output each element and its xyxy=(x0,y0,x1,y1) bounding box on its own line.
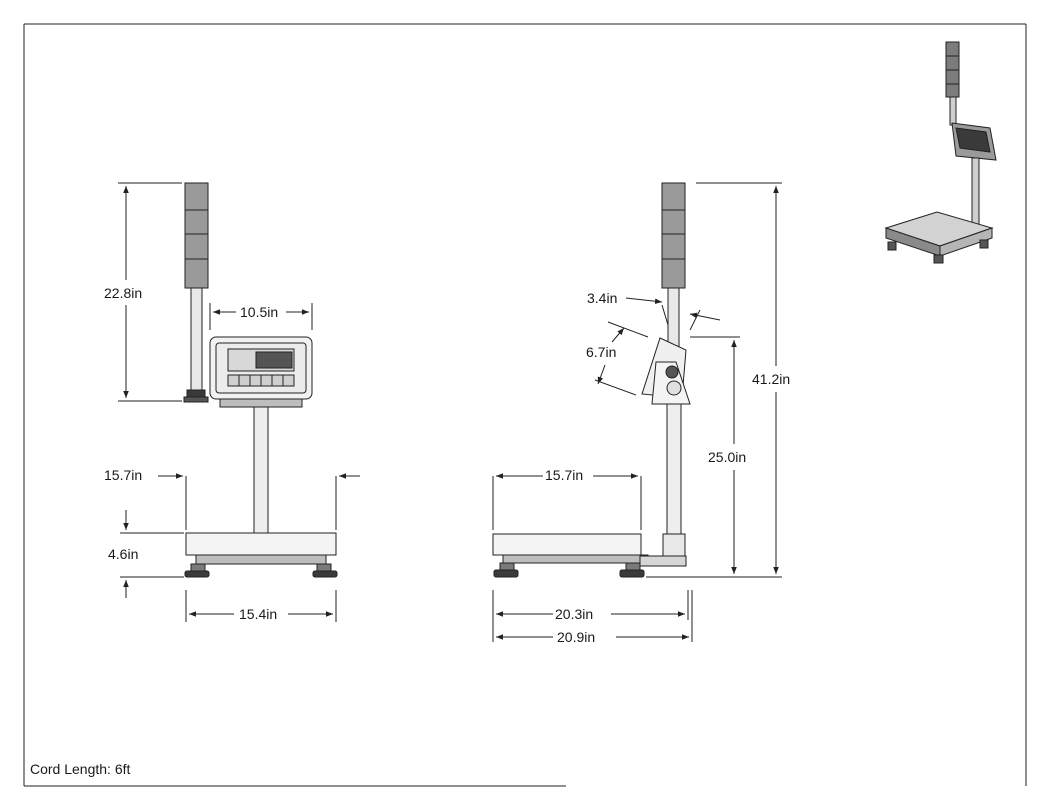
isometric-view xyxy=(884,41,997,264)
front-indicator xyxy=(209,336,313,408)
side-dim-lines xyxy=(492,182,782,642)
dim-front-platform-height: 15.7in xyxy=(104,467,142,483)
dim-front-indicator-width: 10.5in xyxy=(240,304,278,320)
dim-side-indicator-offset: 3.4in xyxy=(587,290,617,306)
front-view: 22.8in 10.5in 15.7in 4.6in 15.4in xyxy=(104,182,360,622)
side-platform xyxy=(492,533,687,578)
front-platform xyxy=(184,532,338,578)
side-indicator xyxy=(641,337,691,405)
dim-side-base-depth: 20.3in xyxy=(555,606,593,622)
dim-side-platform-depth: 15.7in xyxy=(545,467,583,483)
dim-side-indicator-depth: 6.7in xyxy=(586,344,616,360)
side-column xyxy=(666,403,682,535)
side-view: 3.4in 6.7in 41.2in 25.0in 15.7in 20.3in … xyxy=(492,182,790,645)
dim-side-overall-height: 41.2in xyxy=(752,371,790,387)
front-dim-lines xyxy=(118,182,360,622)
dim-front-platform-width: 15.4in xyxy=(239,606,277,622)
dim-side-overall-depth: 20.9in xyxy=(557,629,595,645)
dim-side-indicator-height: 25.0in xyxy=(708,449,746,465)
front-column xyxy=(253,406,269,534)
drawing-frame xyxy=(23,23,1027,787)
dim-front-base-height: 4.6in xyxy=(108,546,138,562)
dim-front-light-tower-height: 22.8in xyxy=(104,285,142,301)
front-light-tower xyxy=(183,182,209,403)
cord-length-note: Cord Length: 6ft xyxy=(30,761,131,777)
